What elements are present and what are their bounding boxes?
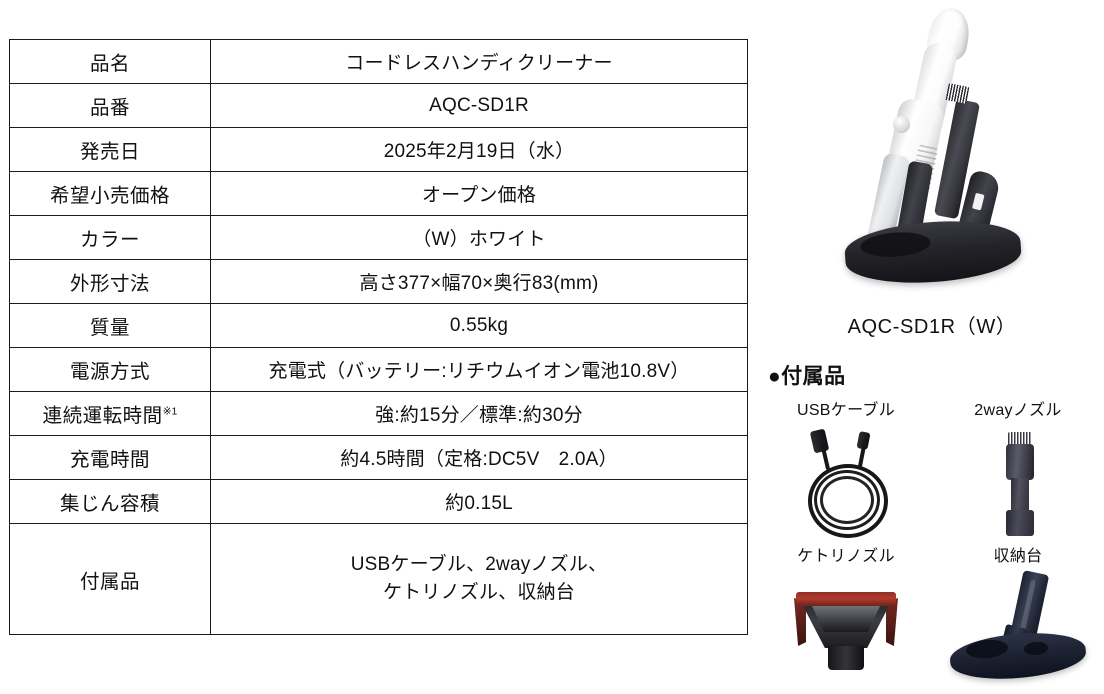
ketori-inner-cavity (812, 606, 880, 632)
2way-nozzle-image (932, 424, 1104, 542)
stand-nozzle-brush (945, 83, 970, 104)
spec-value-cell: 2025年2月19日（水） (210, 127, 748, 172)
spec-table-body: 品名 コードレスハンディクリーナー 品番 AQC-SD1R 発売日 2025年2… (9, 39, 748, 635)
accessory-item-2way-nozzle: 2wayノズル (932, 396, 1104, 542)
table-row: 集じん容積 約0.15L (9, 479, 748, 524)
spec-value-cell: 約4.5時間（定格:DC5V 2.0A） (210, 435, 748, 480)
nozzle-brush-bristles (1008, 432, 1032, 445)
accessory-label: ケトリノズル (797, 548, 895, 565)
usb-cable-coil-inner (820, 476, 874, 524)
spec-value-cell: AQC-SD1R (210, 83, 748, 128)
table-row: 品名 コードレスハンディクリーナー (9, 39, 748, 84)
accessory-item-storage-stand: 収納台 (932, 542, 1104, 688)
stand-oval-base (948, 628, 1088, 684)
spec-label-cell: 外形寸法 (9, 259, 211, 304)
spec-label-text: 電源方式 (69, 361, 150, 383)
table-row: カラー （W）ホワイト (9, 215, 748, 260)
spec-value-cell: 充電式（バッテリー:リチウムイオン電池10.8V） (210, 347, 748, 392)
accessories-row-bottom: ケトリノズル 収納台 (760, 542, 1104, 688)
ketori-connector-stem (828, 646, 864, 670)
usb-plug-type-a (809, 428, 830, 454)
spec-label-text: 発売日 (79, 141, 140, 163)
spec-label-cell: 付属品 (9, 523, 211, 635)
spec-label-text: 質量 (89, 317, 130, 339)
spec-label-cell: 品番 (9, 83, 211, 128)
accessories-line-1: USBケーブル、2wayノズル、 (350, 554, 608, 576)
spec-label-cell: 品名 (9, 39, 211, 84)
nozzle-head (1006, 444, 1034, 480)
table-row: 外形寸法 高さ377×幅70×奥行83(mm) (9, 259, 748, 304)
table-row: 質量 0.55kg (9, 303, 748, 348)
accessories-heading: ●付属品 (768, 365, 846, 388)
spec-label-text: カラー (79, 229, 140, 251)
spec-value-cell: USBケーブル、2wayノズル、 ケトリノズル、収納台 (210, 523, 748, 635)
spec-value-cell: コードレスハンディクリーナー (210, 39, 748, 84)
spec-table-container: 品名 コードレスハンディクリーナー 品番 AQC-SD1R 発売日 2025年2… (9, 39, 748, 635)
product-spec-table: 品名 コードレスハンディクリーナー 品番 AQC-SD1R 発売日 2025年2… (9, 39, 748, 635)
spec-label-cell: カラー (9, 215, 211, 260)
table-row: 品番 AQC-SD1R (9, 83, 748, 128)
storage-stand-image (932, 570, 1104, 688)
spec-label-cell: 電源方式 (9, 347, 211, 392)
table-row: 充電時間 約4.5時間（定格:DC5V 2.0A） (9, 435, 748, 480)
spec-value-cell: 強:約15分／標準:約30分 (210, 391, 748, 436)
accessories-row-top: USBケーブル 2wayノズル (760, 396, 1104, 542)
spec-label-text: 外形寸法 (69, 273, 150, 295)
accessory-label: 2wayノズル (974, 402, 1062, 419)
spec-label-cell: 集じん容積 (9, 479, 211, 524)
accessory-item-usb-cable: USBケーブル (760, 396, 932, 542)
table-row: 発売日 2025年2月19日（水） (9, 127, 748, 172)
spec-label-cell: 質量 (9, 303, 211, 348)
footnote-marker: ※1 (162, 405, 178, 418)
accessory-item-ketori-nozzle: ケトリノズル (760, 542, 932, 688)
hero-caption: AQC-SD1R（W） (847, 316, 1017, 338)
accessory-label: USBケーブル (796, 402, 896, 419)
spec-label-text: 希望小売価格 (49, 185, 170, 207)
spec-label-cell: 発売日 (9, 127, 211, 172)
spec-label-cell: 連続運転時間※1 (9, 391, 211, 436)
spec-label-text: 付属品 (79, 570, 140, 593)
table-row: 希望小売価格 オープン価格 (9, 171, 748, 216)
accessory-label: 収納台 (993, 548, 1043, 565)
hero-product-figure (760, 4, 1104, 304)
table-row: 電源方式 充電式（バッテリー:リチウムイオン電池10.8V） (9, 347, 748, 392)
spec-label-text: 充電時間 (69, 449, 150, 471)
product-images-panel: AQC-SD1R（W） ●付属品 USBケーブル 2wayノズル (760, 0, 1104, 694)
nozzle-shaft (1011, 478, 1029, 512)
spec-value-cell: 0.55kg (210, 303, 748, 348)
nozzle-base (1006, 510, 1034, 536)
table-row: 連続運転時間※1 強:約15分／標準:約30分 (9, 391, 748, 436)
accessories-grid: USBケーブル 2wayノズル (760, 396, 1104, 688)
ketori-red-rim (796, 592, 896, 606)
accessories-line-2: ケトリノズル、収納台 (382, 582, 575, 603)
usb-cable-coil-middle (814, 470, 880, 530)
spec-label-text: 品番 (89, 97, 130, 119)
usb-cable-coil-outer (808, 464, 888, 538)
spec-label-text: 品名 (89, 53, 130, 75)
spec-value-cell: オープン価格 (210, 171, 748, 216)
spec-value-cell: 約0.15L (210, 479, 748, 524)
spec-label-cell: 充電時間 (9, 435, 211, 480)
ketori-nozzle-image (760, 570, 932, 688)
spec-value-cell: 高さ377×幅70×奥行83(mm) (210, 259, 748, 304)
cordless-handy-cleaner-in-stand-image (817, 4, 1047, 304)
spec-label-text: 連続運転時間 (42, 405, 163, 427)
spec-label-cell: 希望小売価格 (9, 171, 211, 216)
table-row-accessories: 付属品 USBケーブル、2wayノズル、 ケトリノズル、収納台 (9, 523, 748, 635)
spec-value-cell: （W）ホワイト (210, 215, 748, 260)
usb-cable-image (760, 424, 932, 542)
spec-label-text: 集じん容積 (59, 493, 160, 515)
